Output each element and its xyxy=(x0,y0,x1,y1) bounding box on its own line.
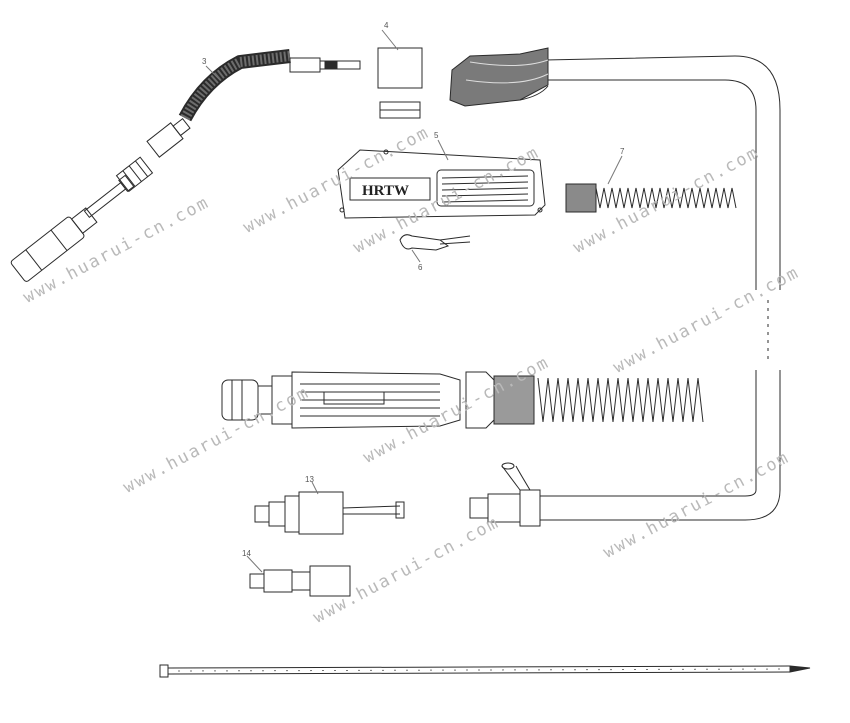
callout-4: 4 xyxy=(384,21,389,30)
part-handle-body xyxy=(221,371,461,429)
part-diffuser xyxy=(115,156,154,193)
part-cable-end xyxy=(449,47,549,107)
part-block xyxy=(377,47,423,119)
part-rear-connector xyxy=(469,462,541,527)
brand-logo-text: HRTW xyxy=(362,183,409,199)
part-trigger xyxy=(399,234,471,251)
callout-13: 13 xyxy=(305,475,314,484)
callout-6: 6 xyxy=(418,263,423,272)
part-nozzle xyxy=(10,207,98,282)
callout-3: 3 xyxy=(202,57,207,66)
part-liner xyxy=(159,664,811,678)
callout-5: 5 xyxy=(434,131,439,140)
leader-lines xyxy=(205,29,623,573)
part-spring-upper xyxy=(565,183,737,213)
part-contact-tip xyxy=(83,174,135,219)
part-spring-lower xyxy=(465,371,704,429)
part-handle-plate xyxy=(337,149,546,219)
part-adapter xyxy=(249,565,351,597)
part-swan-neck xyxy=(178,49,361,122)
part-gas-valve xyxy=(254,491,405,535)
callout-7: 7 xyxy=(620,147,625,156)
part-insulator xyxy=(146,117,191,158)
part-cable xyxy=(540,55,781,521)
callout-14: 14 xyxy=(242,549,251,558)
